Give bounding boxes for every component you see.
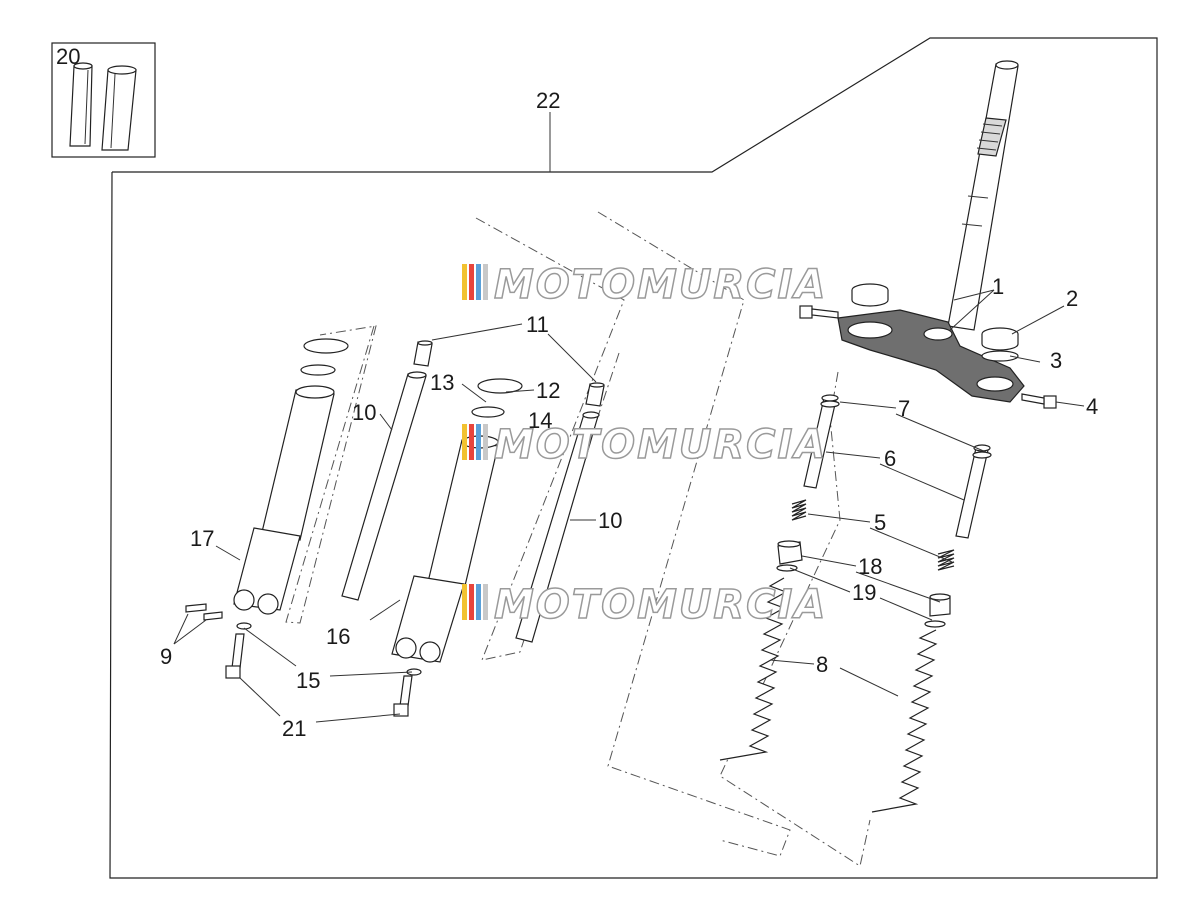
- watermark-2: MOTOMURCIA: [462, 421, 827, 469]
- spacer-left-part-18: [776, 540, 803, 572]
- callout-20: 20: [56, 44, 80, 69]
- dash-outline-right-tube: [597, 211, 791, 857]
- inset-box-part-20: [51, 42, 156, 158]
- inner-tube-left-part-10: [341, 340, 433, 601]
- callout-9: 9: [160, 644, 172, 669]
- callout-labels: 1 2 3 4 5 6 7 8 9 10 10 11 12 13 14 15 1…: [56, 44, 1098, 741]
- lower-yoke: [837, 309, 1025, 403]
- watermark-text-3: MOTOMURCIA: [494, 582, 827, 628]
- callout-13: 13: [430, 370, 454, 395]
- callout-19: 19: [852, 580, 876, 605]
- main-spring-left-part-8: [719, 577, 788, 761]
- bolt-right-part-21: [393, 675, 413, 717]
- small-spring-left-part-5: [791, 499, 807, 521]
- main-spring-right-part-8: [871, 629, 938, 813]
- fork-leg-left-part-17: [233, 338, 349, 615]
- dust-cap-part-2: [851, 283, 1019, 351]
- callout-10-right: 10: [598, 508, 622, 533]
- ring-part-3: [981, 350, 1019, 362]
- callout-10-left: 10: [352, 400, 376, 425]
- callout-1: 1: [992, 274, 1004, 299]
- washer-left-part-15: [236, 622, 252, 630]
- callout-16: 16: [326, 624, 350, 649]
- callout-4: 4: [1086, 394, 1098, 419]
- callout-6: 6: [884, 446, 896, 471]
- fork-rod-left-part-6: [803, 394, 840, 489]
- assembly-frame: [109, 37, 1158, 879]
- callout-14: 14: [528, 408, 552, 433]
- callout-8: 8: [816, 652, 828, 677]
- clamp-bolt-left: [799, 305, 839, 319]
- watermark-text-2: MOTOMURCIA: [494, 422, 827, 468]
- bushing-pair-part-20: [69, 62, 137, 151]
- callout-22: 22: [536, 88, 560, 113]
- bolts-part-9: [185, 603, 223, 621]
- clamp-bolt-part-4: [1021, 393, 1057, 409]
- steering-stem-part-1: [947, 60, 1019, 331]
- callout-12: 12: [536, 378, 560, 403]
- callout-5: 5: [874, 510, 886, 535]
- callout-21: 21: [282, 716, 306, 741]
- watermark-1: MOTOMURCIA: [462, 261, 827, 309]
- bolt-left-part-21: [225, 633, 245, 679]
- callout-18: 18: [858, 554, 882, 579]
- watermark-3: MOTOMURCIA: [462, 581, 827, 629]
- callout-7: 7: [898, 396, 910, 421]
- callout-17: 17: [190, 526, 214, 551]
- dash-outline-left-leg: [285, 325, 377, 624]
- fork-rod-right-part-6: [955, 444, 992, 539]
- callout-11: 11: [526, 312, 549, 337]
- inner-tube-right-part-10: [515, 382, 605, 643]
- callout-3: 3: [1050, 348, 1062, 373]
- watermark-text-1: MOTOMURCIA: [494, 262, 827, 308]
- dash-outline-spring: [719, 371, 871, 867]
- leader-lines: [173, 112, 1085, 723]
- fork-leg-right-part-16: [391, 378, 523, 663]
- callout-15: 15: [296, 668, 320, 693]
- spacer-right-part-18: [924, 593, 951, 628]
- callout-2: 2: [1066, 286, 1078, 311]
